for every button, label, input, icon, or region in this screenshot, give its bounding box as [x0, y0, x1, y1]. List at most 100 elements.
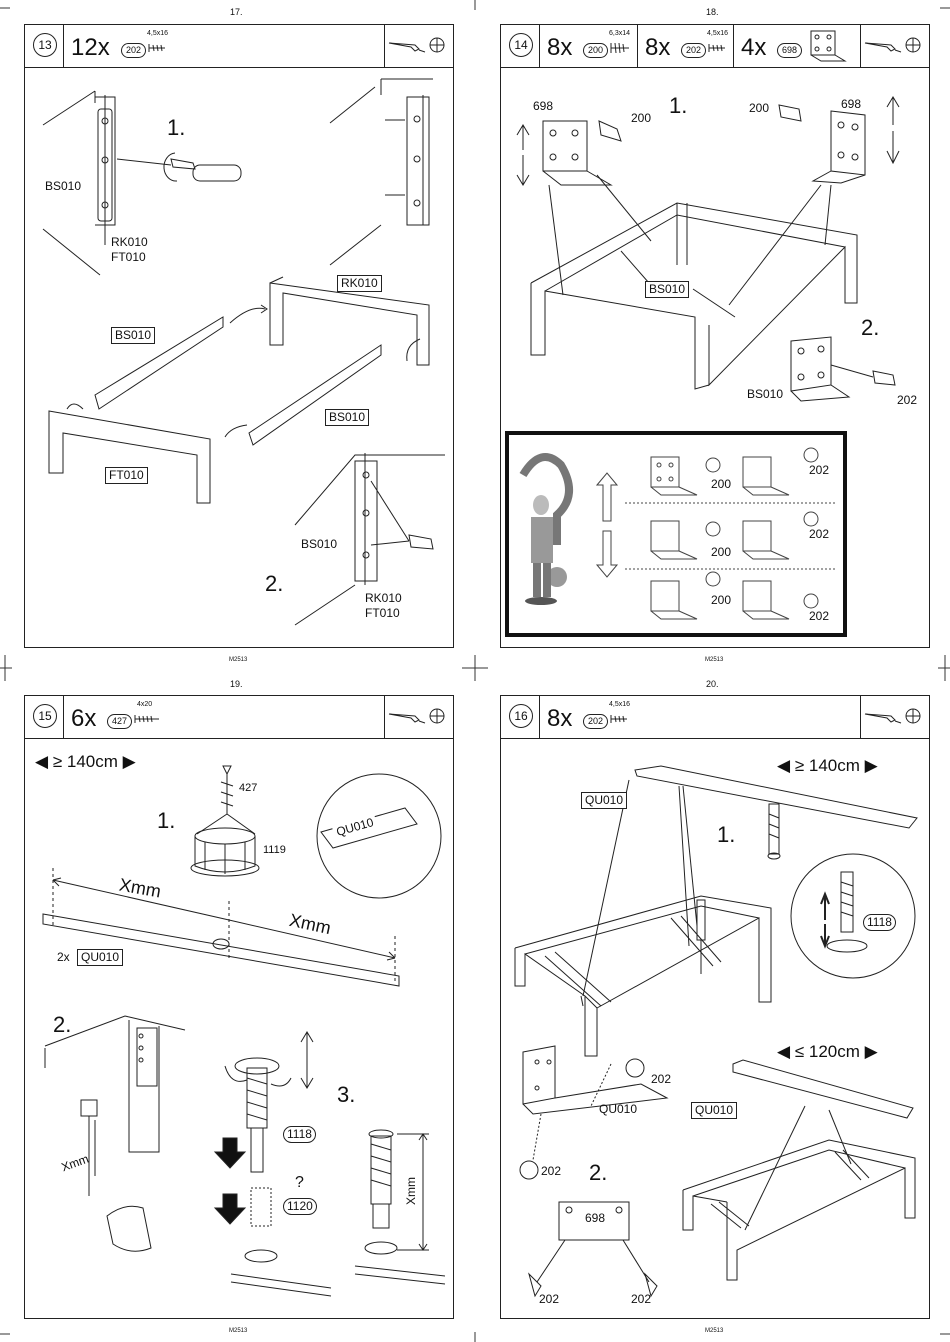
quantity: 8x — [547, 34, 573, 61]
part-label: 200 — [711, 477, 732, 491]
substep-number: 2. — [861, 315, 880, 340]
part-code-badge: 202 — [583, 714, 609, 729]
assembly-drawing — [514, 765, 918, 1298]
quantity-label: 2x — [57, 950, 70, 964]
part-label: 1119 — [263, 844, 286, 856]
page-number: 18. — [706, 7, 719, 17]
part-box-ft010: FT010 — [105, 467, 148, 484]
screw-icon — [610, 42, 629, 54]
width-requirement: ≤ 120cm — [794, 1042, 860, 1061]
part-label: 202 — [809, 609, 830, 623]
part-label-bs010: BS010 — [301, 537, 338, 551]
page-footer: M2513 — [229, 1328, 248, 1334]
substep-number: 1. — [157, 808, 176, 833]
dimension-label: Xmm — [404, 1177, 418, 1205]
screw-icon — [708, 44, 725, 52]
quantity: 8x — [547, 705, 573, 732]
part-code-badge: 698 — [777, 43, 803, 58]
page-number: 19. — [230, 679, 243, 689]
part-box-qu010: QU010 — [691, 1102, 738, 1119]
part-label: 427 — [239, 782, 258, 794]
quantity: 12x — [71, 34, 110, 61]
part-label: 202 — [541, 1164, 562, 1178]
page-number: 17. — [230, 7, 243, 17]
part-label: 698 — [533, 99, 554, 113]
question-mark: ? — [295, 1174, 304, 1191]
part-code-badge: 427 — [107, 714, 133, 729]
step-number: 15 — [33, 704, 57, 728]
part-code-badge: 200 — [583, 43, 609, 58]
page-number: 20. — [706, 679, 719, 689]
tool-indicator — [384, 696, 453, 738]
part-label: 698 — [841, 97, 862, 111]
screw-icon — [148, 44, 165, 52]
step-panel-13: 13 12x 202 4,5x16 — [24, 24, 454, 648]
substep-number: 2. — [53, 1012, 72, 1037]
step-number: 16 — [509, 704, 533, 728]
width-requirement: ≥ 140cm — [52, 752, 118, 771]
part-label-bs010: BS010 — [45, 179, 82, 193]
part-box-bs010: BS010 — [325, 409, 370, 426]
quantity: 6x — [71, 705, 97, 732]
page-footer: M2513 — [705, 1328, 724, 1334]
part-label-bs010: BS010 — [747, 387, 784, 401]
part-label: 202 — [897, 393, 918, 407]
part-label: 202 — [651, 1072, 672, 1086]
part-label: 202 — [809, 527, 830, 541]
quantity: 4x — [741, 34, 767, 61]
part-label: 202 — [539, 1292, 560, 1306]
left-arrow-icon: ◀ — [777, 756, 791, 775]
substep-number: 2. — [589, 1160, 608, 1185]
tool-indicator — [384, 25, 453, 67]
screw-size: 4,5x16 — [147, 30, 169, 37]
right-arrow-icon: ▶ — [122, 752, 136, 771]
screw-icon — [610, 715, 627, 723]
part-box-bs010: BS010 — [111, 327, 156, 344]
part-box-rk010: RK010 — [337, 275, 382, 292]
part-box-qu010: QU010 — [581, 792, 628, 809]
step-panel-15: 15 6x 427 4x20 ◀ ≥ 140cm ▶ — [24, 695, 454, 1319]
part-code-badge: 202 — [121, 43, 147, 58]
part-label-rk-ft: RK010 FT010 — [365, 591, 402, 620]
screwdriver-icon — [864, 37, 921, 53]
right-arrow-icon: ▶ — [864, 756, 878, 775]
screwdriver-icon — [388, 37, 445, 53]
part-label: 202 — [809, 463, 830, 477]
panel-header: 13 12x 202 4,5x16 — [25, 25, 453, 68]
part-label: 200 — [749, 101, 770, 115]
panel-header: 15 6x 427 4x20 — [25, 696, 453, 739]
step-number: 13 — [33, 33, 57, 57]
left-arrow-icon: ◀ — [777, 1042, 791, 1061]
right-arrow-icon: ▶ — [864, 1042, 878, 1061]
part-label: 200 — [711, 593, 732, 607]
part-label: 698 — [585, 1211, 606, 1225]
page-footer: M2513 — [705, 657, 724, 663]
screwdriver-icon — [388, 708, 445, 724]
screw-size: 6,3x14 — [609, 30, 631, 37]
part-label-rk-ft: RK010 FT010 — [111, 235, 148, 264]
width-requirement: ≥ 140cm — [794, 756, 860, 775]
page-footer: M2513 — [229, 657, 248, 663]
part-label: 200 — [631, 111, 652, 125]
panel-header: 16 8x 202 4,5x16 — [501, 696, 929, 739]
screwdriver-icon — [864, 708, 921, 724]
part-label: 200 — [711, 545, 732, 559]
part-code-badge: 202 — [681, 43, 707, 58]
part-box-bs010: BS010 — [645, 281, 690, 298]
assembly-drawing — [42, 765, 446, 1297]
step-panel-14: 14 8x 200 6,3x14 8x 202 4,5x16 4x 698 — [500, 24, 930, 648]
assembly-drawing — [42, 78, 445, 626]
substep-number: 3. — [337, 1082, 356, 1107]
bracket-icon — [810, 30, 847, 62]
screw-icon — [134, 715, 159, 723]
assembly-drawing — [505, 96, 900, 637]
step-number: 14 — [509, 33, 533, 57]
substep-number: 1. — [669, 93, 688, 118]
substep-number: 1. — [167, 115, 186, 140]
part-label-qu010: QU010 — [599, 1102, 638, 1116]
panel-header: 14 8x 200 6,3x14 8x 202 4,5x16 4x 698 — [501, 25, 929, 68]
step-panel-16: 16 8x 202 4,5x16 ◀ ≥ 140cm ▶ ◀ ≤ 120cm ▶ — [500, 695, 930, 1319]
left-arrow-icon: ◀ — [35, 752, 49, 771]
part-code-badge: 1118 — [863, 914, 896, 931]
